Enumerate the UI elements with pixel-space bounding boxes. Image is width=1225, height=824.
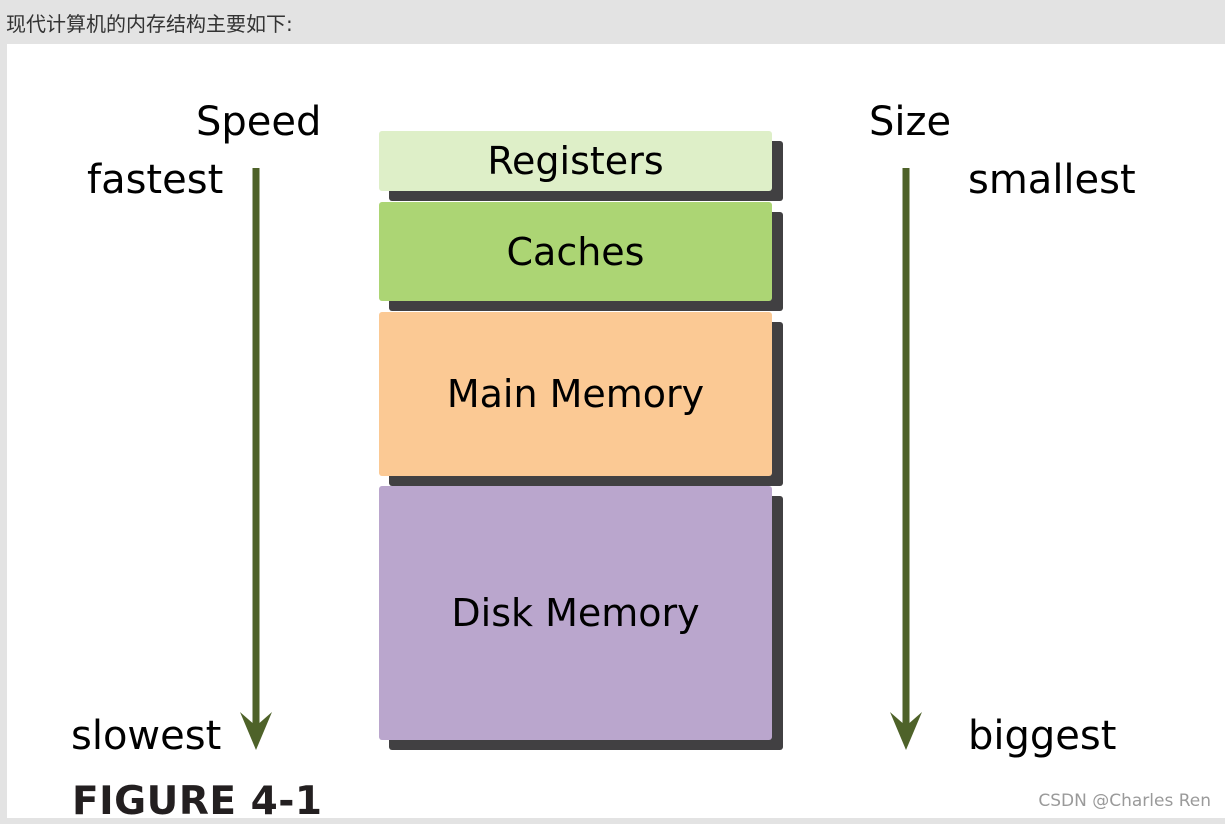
disk-memory-layer: Disk Memory (379, 486, 783, 751)
main-memory-layer: Main Memory (379, 312, 783, 487)
disk-memory-block: Disk Memory (379, 486, 772, 740)
size-bottom-label: biggest (968, 713, 1117, 759)
speed-bottom-label: slowest (71, 713, 222, 759)
caches-layer: Caches (379, 202, 783, 312)
speed-down-arrow-icon (240, 168, 272, 750)
registers-layer: Registers (379, 131, 783, 203)
page-caption: 现代计算机的内存结构主要如下: (6, 12, 293, 36)
main-memory-block: Main Memory (379, 312, 772, 476)
watermark: CSDN @Charles Ren (1038, 791, 1211, 811)
size-down-arrow-icon (890, 168, 922, 750)
registers-block: Registers (379, 131, 772, 191)
figure-canvas: Speed fastest slowest Size smallest bigg… (7, 44, 1225, 824)
speed-top-label: fastest (87, 157, 224, 203)
figure-label: FIGURE 4-1 (72, 779, 323, 824)
speed-title: Speed (196, 99, 322, 145)
caches-block: Caches (379, 202, 772, 301)
size-title: Size (869, 99, 952, 145)
size-top-label: smallest (968, 157, 1136, 203)
